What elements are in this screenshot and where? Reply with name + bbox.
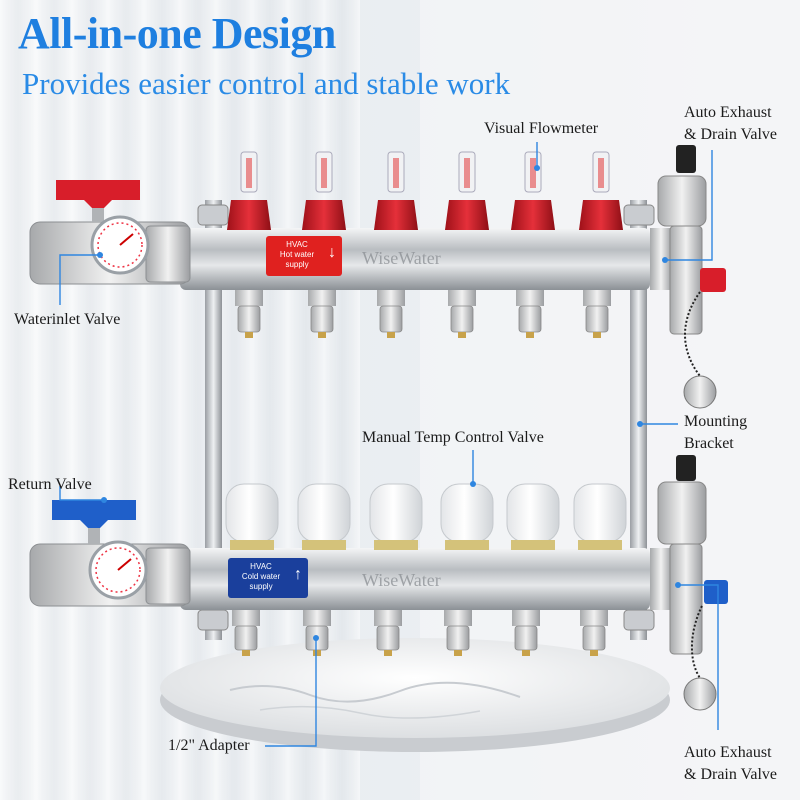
manual-temp-control-label: Manual Temp Control Valve xyxy=(362,429,544,446)
brand-engraving-top: WiseWater xyxy=(362,248,441,268)
callout-dots xyxy=(97,165,681,641)
hot-water-supply-tag: HVAC Hot water supply ↓ xyxy=(266,236,342,276)
marble-pedestal xyxy=(160,638,670,752)
adapter-label: 1/2" Adapter xyxy=(168,737,250,754)
mounting-bracket-label: Mounting Bracket xyxy=(684,413,748,452)
manual-temp-control-valves xyxy=(225,483,627,550)
flowmeter xyxy=(511,151,555,230)
flowmeter xyxy=(227,151,271,230)
waterinlet-valve xyxy=(29,180,191,285)
flowmeter xyxy=(302,151,346,230)
callout-lines xyxy=(59,142,719,747)
auto-exhaust-drain-valve-bottom xyxy=(650,455,728,711)
brand-engraving-bottom: WiseWater xyxy=(362,570,441,590)
flowmeter xyxy=(374,151,418,230)
page-subtitle: Provides easier control and stable work xyxy=(22,66,511,101)
return-valve-label: Return Valve xyxy=(8,476,92,493)
flowmeter xyxy=(579,151,623,230)
mounting-bracket-right xyxy=(623,200,655,640)
down-arrow-icon: ↓ xyxy=(328,244,336,261)
supply-outlet-fittings xyxy=(235,290,611,338)
auto-exhaust-top-label: Auto Exhaust & Drain Valve xyxy=(684,104,778,143)
flowmeter xyxy=(445,151,489,230)
up-arrow-icon: ↑ xyxy=(294,566,302,583)
return-outlet-fittings xyxy=(232,610,608,656)
mounting-bracket-left xyxy=(197,200,229,640)
flowmeters xyxy=(227,151,623,230)
auto-exhaust-drain-valve-top xyxy=(650,145,726,409)
cold-water-supply-tag: HVAC Cold water supply ↑ xyxy=(228,558,308,598)
page-title: All-in-one Design xyxy=(18,9,336,58)
waterinlet-valve-label: Waterinlet Valve xyxy=(14,311,121,328)
auto-exhaust-bottom-label: Auto Exhaust & Drain Valve xyxy=(684,744,778,783)
return-valve xyxy=(29,500,191,607)
visual-flowmeter-label: Visual Flowmeter xyxy=(484,120,599,137)
